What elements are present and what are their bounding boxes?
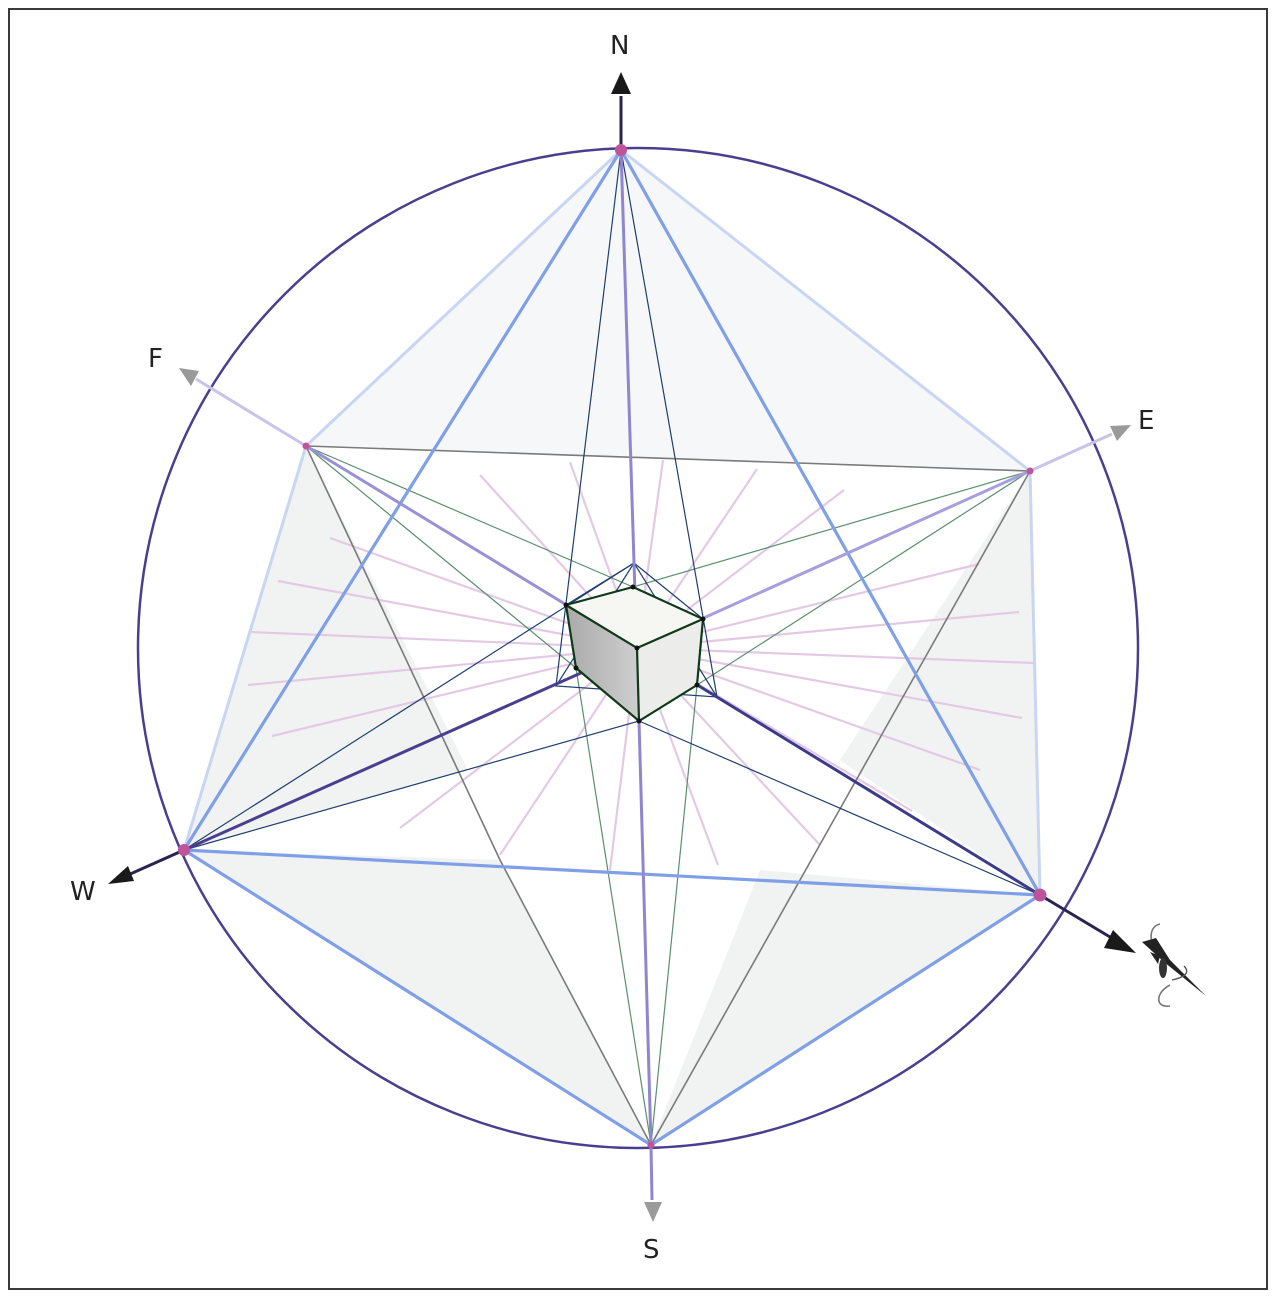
f-arrow-icon (179, 368, 199, 386)
diagram-frame (8, 8, 1268, 1290)
outer-circle (136, 146, 1140, 1150)
label-south: S (643, 1235, 660, 1265)
vertex-f (302, 442, 310, 450)
label-west: W (70, 877, 96, 907)
west-arrow-icon (108, 866, 134, 884)
viewer-arrow-icon (1104, 930, 1136, 953)
label-east: E (1138, 406, 1154, 436)
hexagram-edges (182, 149, 1042, 1147)
vertex-south (647, 1141, 655, 1149)
hexagon-outline (182, 148, 1042, 896)
east-arrow-icon (1110, 425, 1131, 441)
cube (563, 584, 706, 724)
eye-icon (1142, 923, 1206, 1007)
label-f: F (148, 344, 163, 374)
vertex-east (1026, 467, 1034, 475)
vertex-points (178, 144, 1047, 1149)
vertex-viewer (1033, 888, 1047, 902)
vertex-north (615, 144, 627, 156)
south-arrow-icon (644, 1202, 662, 1222)
north-arrow-icon (611, 72, 631, 94)
vertex-west (178, 844, 190, 856)
label-north: N (610, 31, 629, 61)
